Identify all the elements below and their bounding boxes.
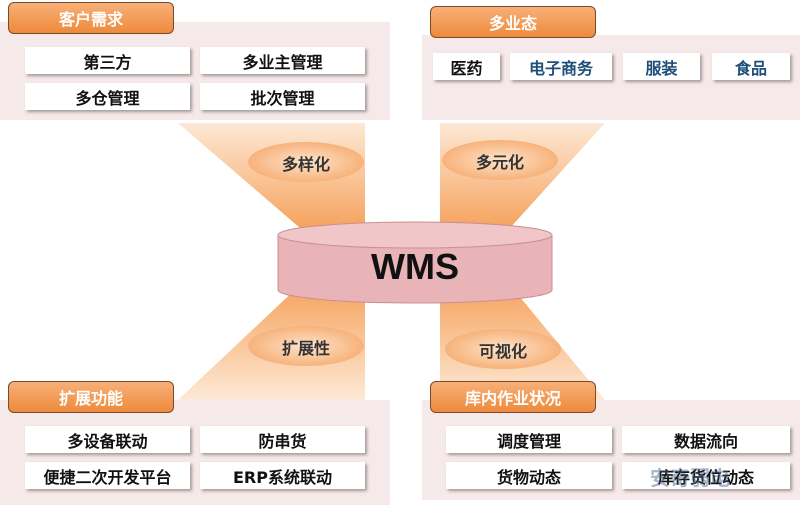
funnel-ellipse <box>445 329 561 369</box>
funnel-ellipse <box>248 326 364 366</box>
multi-business-tab: 多业态 <box>430 6 596 38</box>
item-inventory-location: 库存货位动态 <box>622 462 790 489</box>
item-apparel: 服装 <box>623 53 700 80</box>
funnel-ellipse <box>442 140 558 180</box>
item-dev-platform: 便捷二次开发平台 <box>25 462 190 489</box>
item-erp-link: ERP系统联动 <box>200 462 365 489</box>
extension-tab: 扩展功能 <box>8 381 174 413</box>
item-scheduling: 调度管理 <box>446 426 612 453</box>
funnel-label-visualization: 可视化 <box>478 342 527 361</box>
customer-needs-tab: 客户需求 <box>8 2 174 34</box>
funnel-label-pluralism: 多元化 <box>475 153 524 172</box>
wms-cylinder <box>277 221 553 304</box>
watermark-logo: 安奇弱电 <box>650 466 730 490</box>
item-multi-owner: 多业主管理 <box>200 47 365 74</box>
item-pharma: 医药 <box>433 53 500 80</box>
item-data-flow: 数据流向 <box>622 426 790 453</box>
item-food: 食品 <box>712 53 790 80</box>
item-batch-management: 批次管理 <box>200 83 365 110</box>
funnel-label-extensibility: 扩展性 <box>281 339 330 358</box>
item-ecommerce: 电子商务 <box>510 53 612 80</box>
item-multi-warehouse: 多仓管理 <box>25 83 190 110</box>
item-third-party: 第三方 <box>25 47 190 74</box>
funnel-label-diversity: 多样化 <box>281 155 330 174</box>
warehouse-ops-tab: 库内作业状况 <box>430 381 596 413</box>
funnel-ellipse <box>248 142 364 182</box>
item-multi-device: 多设备联动 <box>25 426 190 453</box>
item-goods-status: 货物动态 <box>446 462 612 489</box>
wms-label: WMS <box>371 246 459 287</box>
item-anti-channel: 防串货 <box>200 426 365 453</box>
